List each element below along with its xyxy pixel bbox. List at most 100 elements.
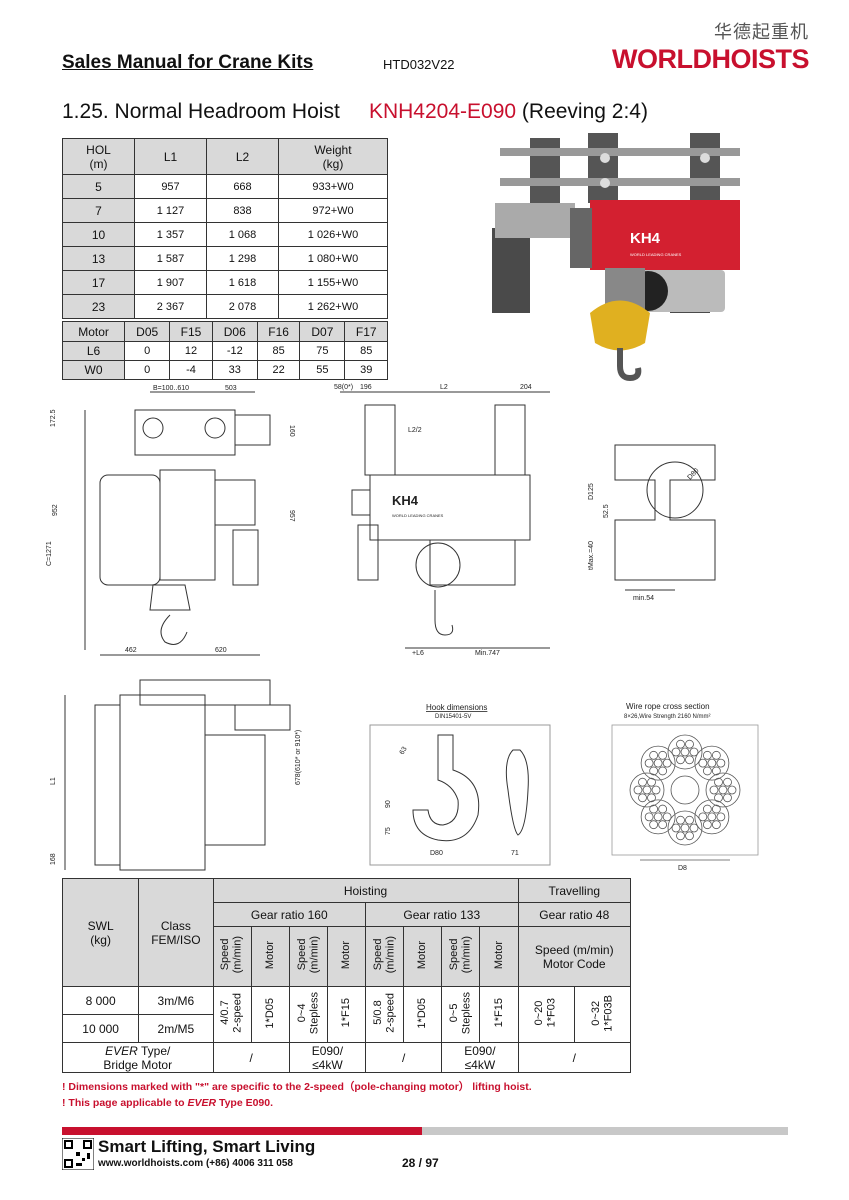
dim-hook-d80: D80 xyxy=(430,850,443,857)
logo-chinese: 华德起重机 xyxy=(714,22,809,43)
hoisting-header: Hoisting xyxy=(212,878,519,903)
rope-wire xyxy=(707,758,717,768)
kh4-drawing-label: KH4 xyxy=(392,493,419,508)
table-cell: 39 xyxy=(344,360,388,380)
table-cell: 933+W0 xyxy=(278,174,388,199)
col-l2: L2 xyxy=(206,138,279,175)
rail-detail-drawing: D80 D125 52.5 tMax.=40 min.54 xyxy=(588,444,716,602)
swl-header: SWL (kg) xyxy=(61,878,140,987)
travel-1: 0~20 1*F03 xyxy=(517,986,575,1043)
rope-wire xyxy=(685,831,694,841)
g133-speed-2: 0~5 Stepless xyxy=(441,986,481,1043)
side-view-drawing: 58(0*) 196 L2 204 L2/2 KH4 WORLD LEADING… xyxy=(334,384,550,657)
frame-plate xyxy=(690,133,720,203)
rail-profile xyxy=(614,444,716,581)
rope-strand xyxy=(705,772,741,808)
rope-wire xyxy=(702,804,712,814)
table-cell: 838 xyxy=(206,198,279,223)
rope-wire xyxy=(723,793,732,803)
rope-wire xyxy=(638,777,647,787)
table-cell: -12 xyxy=(211,341,258,361)
speed-motor-code-col: Speed (m/min) Motor Code xyxy=(517,926,632,987)
hook-block xyxy=(590,300,650,351)
qr-code-icon xyxy=(62,1138,94,1170)
rope-wire xyxy=(653,758,663,768)
model-number: KNH4204-E090 xyxy=(368,100,517,123)
travel-motor xyxy=(234,704,291,731)
table-cell: 1 155+W0 xyxy=(278,270,388,295)
table-cell: 33 xyxy=(211,360,258,380)
g133-motor-1: 1*D05 xyxy=(403,986,443,1043)
frame-plate xyxy=(588,133,618,203)
dim-90: 90 xyxy=(385,800,392,808)
hook-profile xyxy=(412,734,480,842)
bolt xyxy=(700,153,710,163)
table-cell: 75 xyxy=(299,341,346,361)
hoist-photo: KH4 WORLD LEADING CRANES xyxy=(492,133,740,382)
swl-value: 10 000 xyxy=(61,1014,140,1043)
rope-wire xyxy=(658,766,668,776)
panel-outline xyxy=(214,479,256,526)
rope-wire xyxy=(676,755,685,765)
table-header-cell: D06 xyxy=(211,321,258,342)
g160-speed-1: 4/0.7 2-speed xyxy=(212,986,252,1043)
table-cell: 12 xyxy=(169,341,213,361)
dim-503: 503 xyxy=(225,385,237,392)
rope-core xyxy=(670,775,700,805)
section-heading: 1.25. Normal Headroom Hoist xyxy=(62,100,340,123)
gear48-header: Gear ratio 48 xyxy=(517,902,632,927)
footer-bar-red xyxy=(62,1127,422,1135)
table-cell: W0 xyxy=(61,360,126,380)
table-cell: 1 298 xyxy=(206,246,279,271)
table-cell: 1 618 xyxy=(206,270,279,295)
section-title: 1.25. Normal Headroom Hoist KNH4204-E090… xyxy=(62,100,648,124)
g133-ever-2: E090/ ≤4kW xyxy=(441,1042,519,1073)
gearbox-outline xyxy=(99,474,161,586)
dim-71: 71 xyxy=(511,850,519,857)
rope-wire xyxy=(649,750,659,760)
front-view-drawing: B=100..610 503 172.5 952 C=1271 160 957 … xyxy=(46,385,295,656)
kh4-sublabel: WORLD LEADING CRANES xyxy=(630,252,682,257)
table-cell: 1 080+W0 xyxy=(278,246,388,271)
table-cell: 957 xyxy=(134,174,207,199)
document-title: Sales Manual for Crane Kits xyxy=(62,52,314,73)
note-dimensions: ! Dimensions marked with "*" are specifi… xyxy=(62,1081,532,1093)
col-l1: L1 xyxy=(134,138,207,175)
bolt xyxy=(600,153,610,163)
rope-frame xyxy=(611,724,759,856)
hook-outline xyxy=(434,590,454,636)
table-cell: L6 xyxy=(61,341,126,361)
table-cell: 2 078 xyxy=(206,294,279,319)
dim-min54: min.54 xyxy=(633,595,654,602)
dim-172: 172.5 xyxy=(50,409,57,427)
col-hol: HOL (m) xyxy=(62,138,135,175)
hook-side-profile xyxy=(505,749,529,836)
travel-motor xyxy=(234,414,271,446)
table-cell: 1 262+W0 xyxy=(278,294,388,319)
dim-d80: D80 xyxy=(686,467,700,481)
rope-wire xyxy=(671,823,681,833)
hook-drawing: Hook dimensions DIN15401-5V 63 90 75 D80… xyxy=(369,703,551,866)
table-cell: 0 xyxy=(124,341,171,361)
motor-col: Motor xyxy=(326,926,367,987)
document-code: HTD032V22 xyxy=(383,57,455,72)
dim-l1: L1 xyxy=(50,777,57,785)
dim-l6: +L6 xyxy=(412,650,424,657)
rope-wire xyxy=(642,785,652,795)
class-value: 3m/M6 xyxy=(138,986,214,1015)
table-cell: 1 026+W0 xyxy=(278,222,388,247)
rope-wire xyxy=(644,812,654,822)
rope-strand xyxy=(694,745,730,781)
table-header-cell: F17 xyxy=(344,321,388,342)
class-value: 2m/M5 xyxy=(138,1014,214,1043)
dim-c: C=1271 xyxy=(46,541,53,566)
kh4-drawing-sublabel: WORLD LEADING CRANES xyxy=(392,513,444,518)
rope-wire xyxy=(685,755,694,765)
footer-contact: www.worldhoists.com (+86) 4006 311 058 xyxy=(98,1158,293,1169)
dim-75: 75 xyxy=(385,827,392,835)
